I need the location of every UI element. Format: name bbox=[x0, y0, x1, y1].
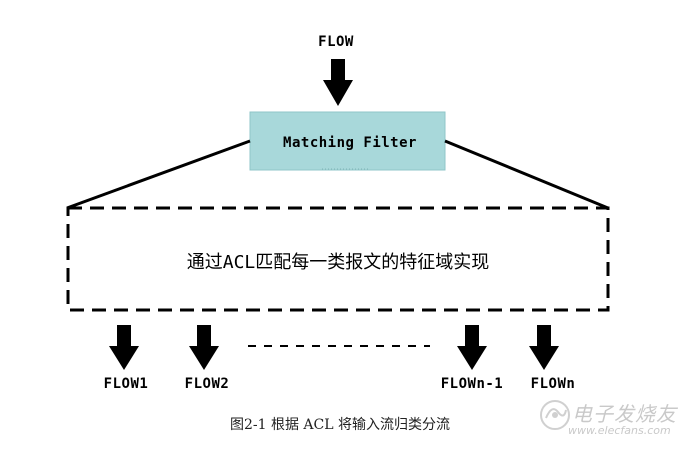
watermark-title: 电子发烧友 bbox=[572, 402, 677, 426]
matching-filter-box bbox=[249, 111, 446, 171]
output-label-flow2: FLOW2 bbox=[185, 376, 230, 392]
elecfans-logo-icon bbox=[540, 400, 570, 430]
input-flow-label: FLOW bbox=[318, 34, 354, 50]
output-arrow-flow1 bbox=[109, 325, 139, 370]
output-label-flown-1: FLOWn-1 bbox=[441, 376, 504, 392]
output-arrow-flow2 bbox=[189, 325, 219, 370]
input-arrow bbox=[323, 59, 353, 106]
output-arrow-flown-1 bbox=[457, 325, 487, 370]
output-label-flown: FLOWn bbox=[531, 376, 576, 392]
figure-caption: 图2-1 根据 ACL 将输入流归类分流 bbox=[229, 417, 450, 433]
right-diverge-line bbox=[444, 139, 609, 210]
elecfans-watermark: 电子发烧友 www.elecfans.com bbox=[534, 394, 680, 449]
acl-match-region-label: 通过ACL匹配每一类报文的特征域实现 bbox=[187, 252, 490, 273]
acl-match-region bbox=[66, 206, 610, 312]
output-label-flow1: FLOW1 bbox=[104, 376, 149, 392]
matching-filter-label: Matching Filter bbox=[283, 135, 417, 151]
left-diverge-line bbox=[66, 139, 251, 210]
watermark-url: www.elecfans.com bbox=[568, 424, 671, 437]
output-arrow-flown bbox=[529, 325, 559, 370]
